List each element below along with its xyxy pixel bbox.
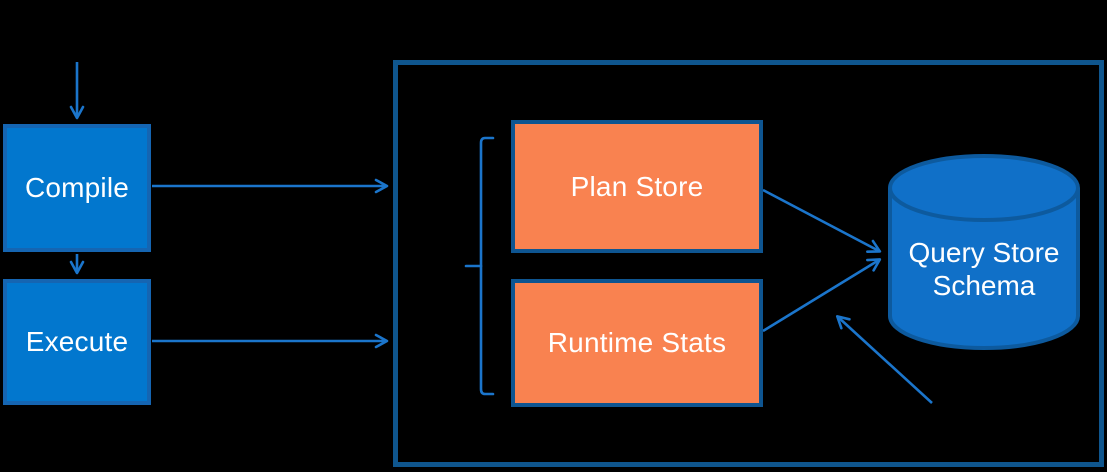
arrow-plan-store-to-schema xyxy=(762,188,882,253)
execute-label: Execute xyxy=(25,326,129,357)
schema-label-line2: Schema xyxy=(932,270,1036,301)
runtime-stats-label: Runtime Stats xyxy=(547,327,727,358)
query-store-schema-label: Query Store Schema xyxy=(888,236,1080,302)
arrow-runtime-stats-to-schema xyxy=(762,258,882,333)
grouping-bracket xyxy=(479,136,495,396)
runtime-stats-node: Runtime Stats xyxy=(511,279,763,407)
query-store-container-box xyxy=(393,60,1104,467)
compile-label: Compile xyxy=(24,172,130,203)
arrow-external-annotation xyxy=(835,315,933,404)
compile-node: Compile xyxy=(3,124,151,252)
plan-store-label: Plan Store xyxy=(570,170,704,202)
plan-store-node: Plan Store xyxy=(511,120,763,253)
schema-label-line1: Query Store xyxy=(908,237,1060,268)
database-cylinder-icon xyxy=(888,154,1080,350)
execute-node: Execute xyxy=(3,279,151,405)
